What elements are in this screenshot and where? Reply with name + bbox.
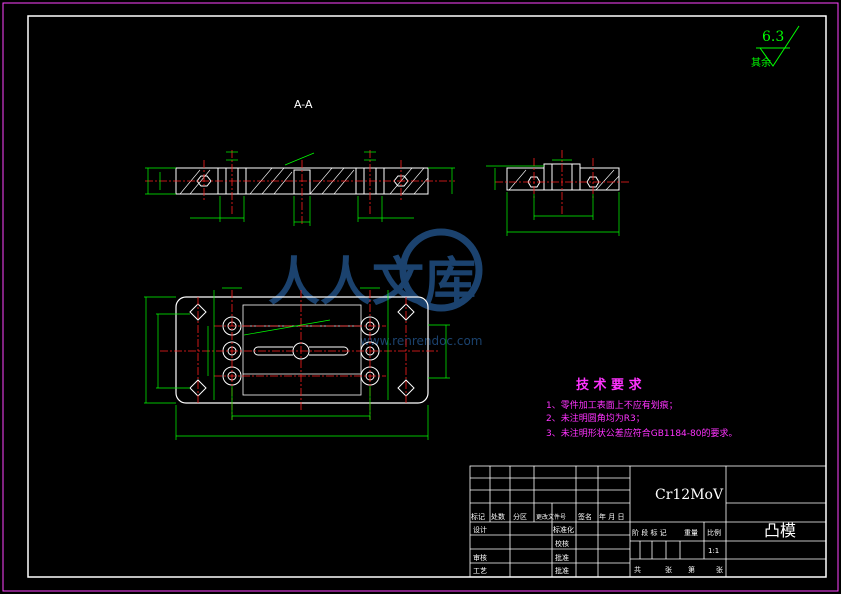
- roughness-value: 6.3: [762, 29, 784, 45]
- tb-total: 共: [634, 565, 641, 574]
- tb-standardize: 标准化: [553, 525, 574, 534]
- tb-process: 工艺: [473, 567, 487, 575]
- roughness-note: 其余: [751, 56, 771, 69]
- drawing-border: [27, 15, 827, 578]
- tb-count: 处数: [491, 512, 505, 521]
- tech-requirements: 技 术 要 求 1、零件加工表面上不应有划痕； 2、未注明圆角均为R3； 3、未…: [546, 377, 737, 439]
- tech-requirement-1: 1、零件加工表面上不应有划痕；: [546, 399, 678, 411]
- tb-weight: 重量: [684, 529, 698, 537]
- roughness-symbol: 6.3 其余: [751, 25, 800, 69]
- tb-approve-1: 批准: [555, 553, 569, 562]
- tb-zone: 分区: [513, 512, 527, 521]
- tb-check: 校核: [555, 539, 569, 548]
- view-label: A-A: [294, 98, 313, 111]
- tb-approve-2: 批准: [555, 566, 569, 575]
- tb-sheets: 张: [665, 565, 672, 574]
- tech-requirement-2: 2、未注明圆角均为R3；: [546, 412, 645, 424]
- front-section-view: [145, 150, 455, 226]
- part-name: 凸模: [764, 521, 796, 540]
- tech-requirements-title: 技 术 要 求: [576, 377, 643, 393]
- tb-signature: 签名: [578, 512, 592, 521]
- tb-design: 设计: [473, 525, 487, 534]
- tb-scale-value: 1:1: [708, 547, 719, 555]
- title-block-text: Cr12MoV 凸模 标记 处数 分区 更改文件号 签名 年 月 日 设计 标准…: [471, 487, 796, 575]
- tb-audit: 审核: [473, 553, 487, 562]
- watermark: 人人文库 www.renrendoc.com: [268, 228, 483, 348]
- top-plan-view: [144, 287, 450, 440]
- tb-scale: 比例: [707, 528, 721, 537]
- tb-stage-mark: 阶 段 标 记: [632, 528, 667, 537]
- watermark-main: 人人文库: [268, 253, 476, 313]
- tb-date: 年 月 日: [599, 512, 624, 521]
- tb-change-doc: 更改文件号: [536, 513, 566, 521]
- material-label: Cr12MoV: [655, 487, 724, 503]
- tb-sheet: 张: [716, 565, 723, 574]
- title-block: [469, 465, 827, 578]
- watermark-url: www.renrendoc.com: [360, 334, 482, 348]
- tb-page: 第: [688, 565, 695, 574]
- tb-mark: 标记: [471, 512, 485, 521]
- tech-requirement-3: 3、未注明形状公差应符合GB1184-80的要求。: [546, 427, 737, 439]
- side-section-view: [486, 150, 630, 236]
